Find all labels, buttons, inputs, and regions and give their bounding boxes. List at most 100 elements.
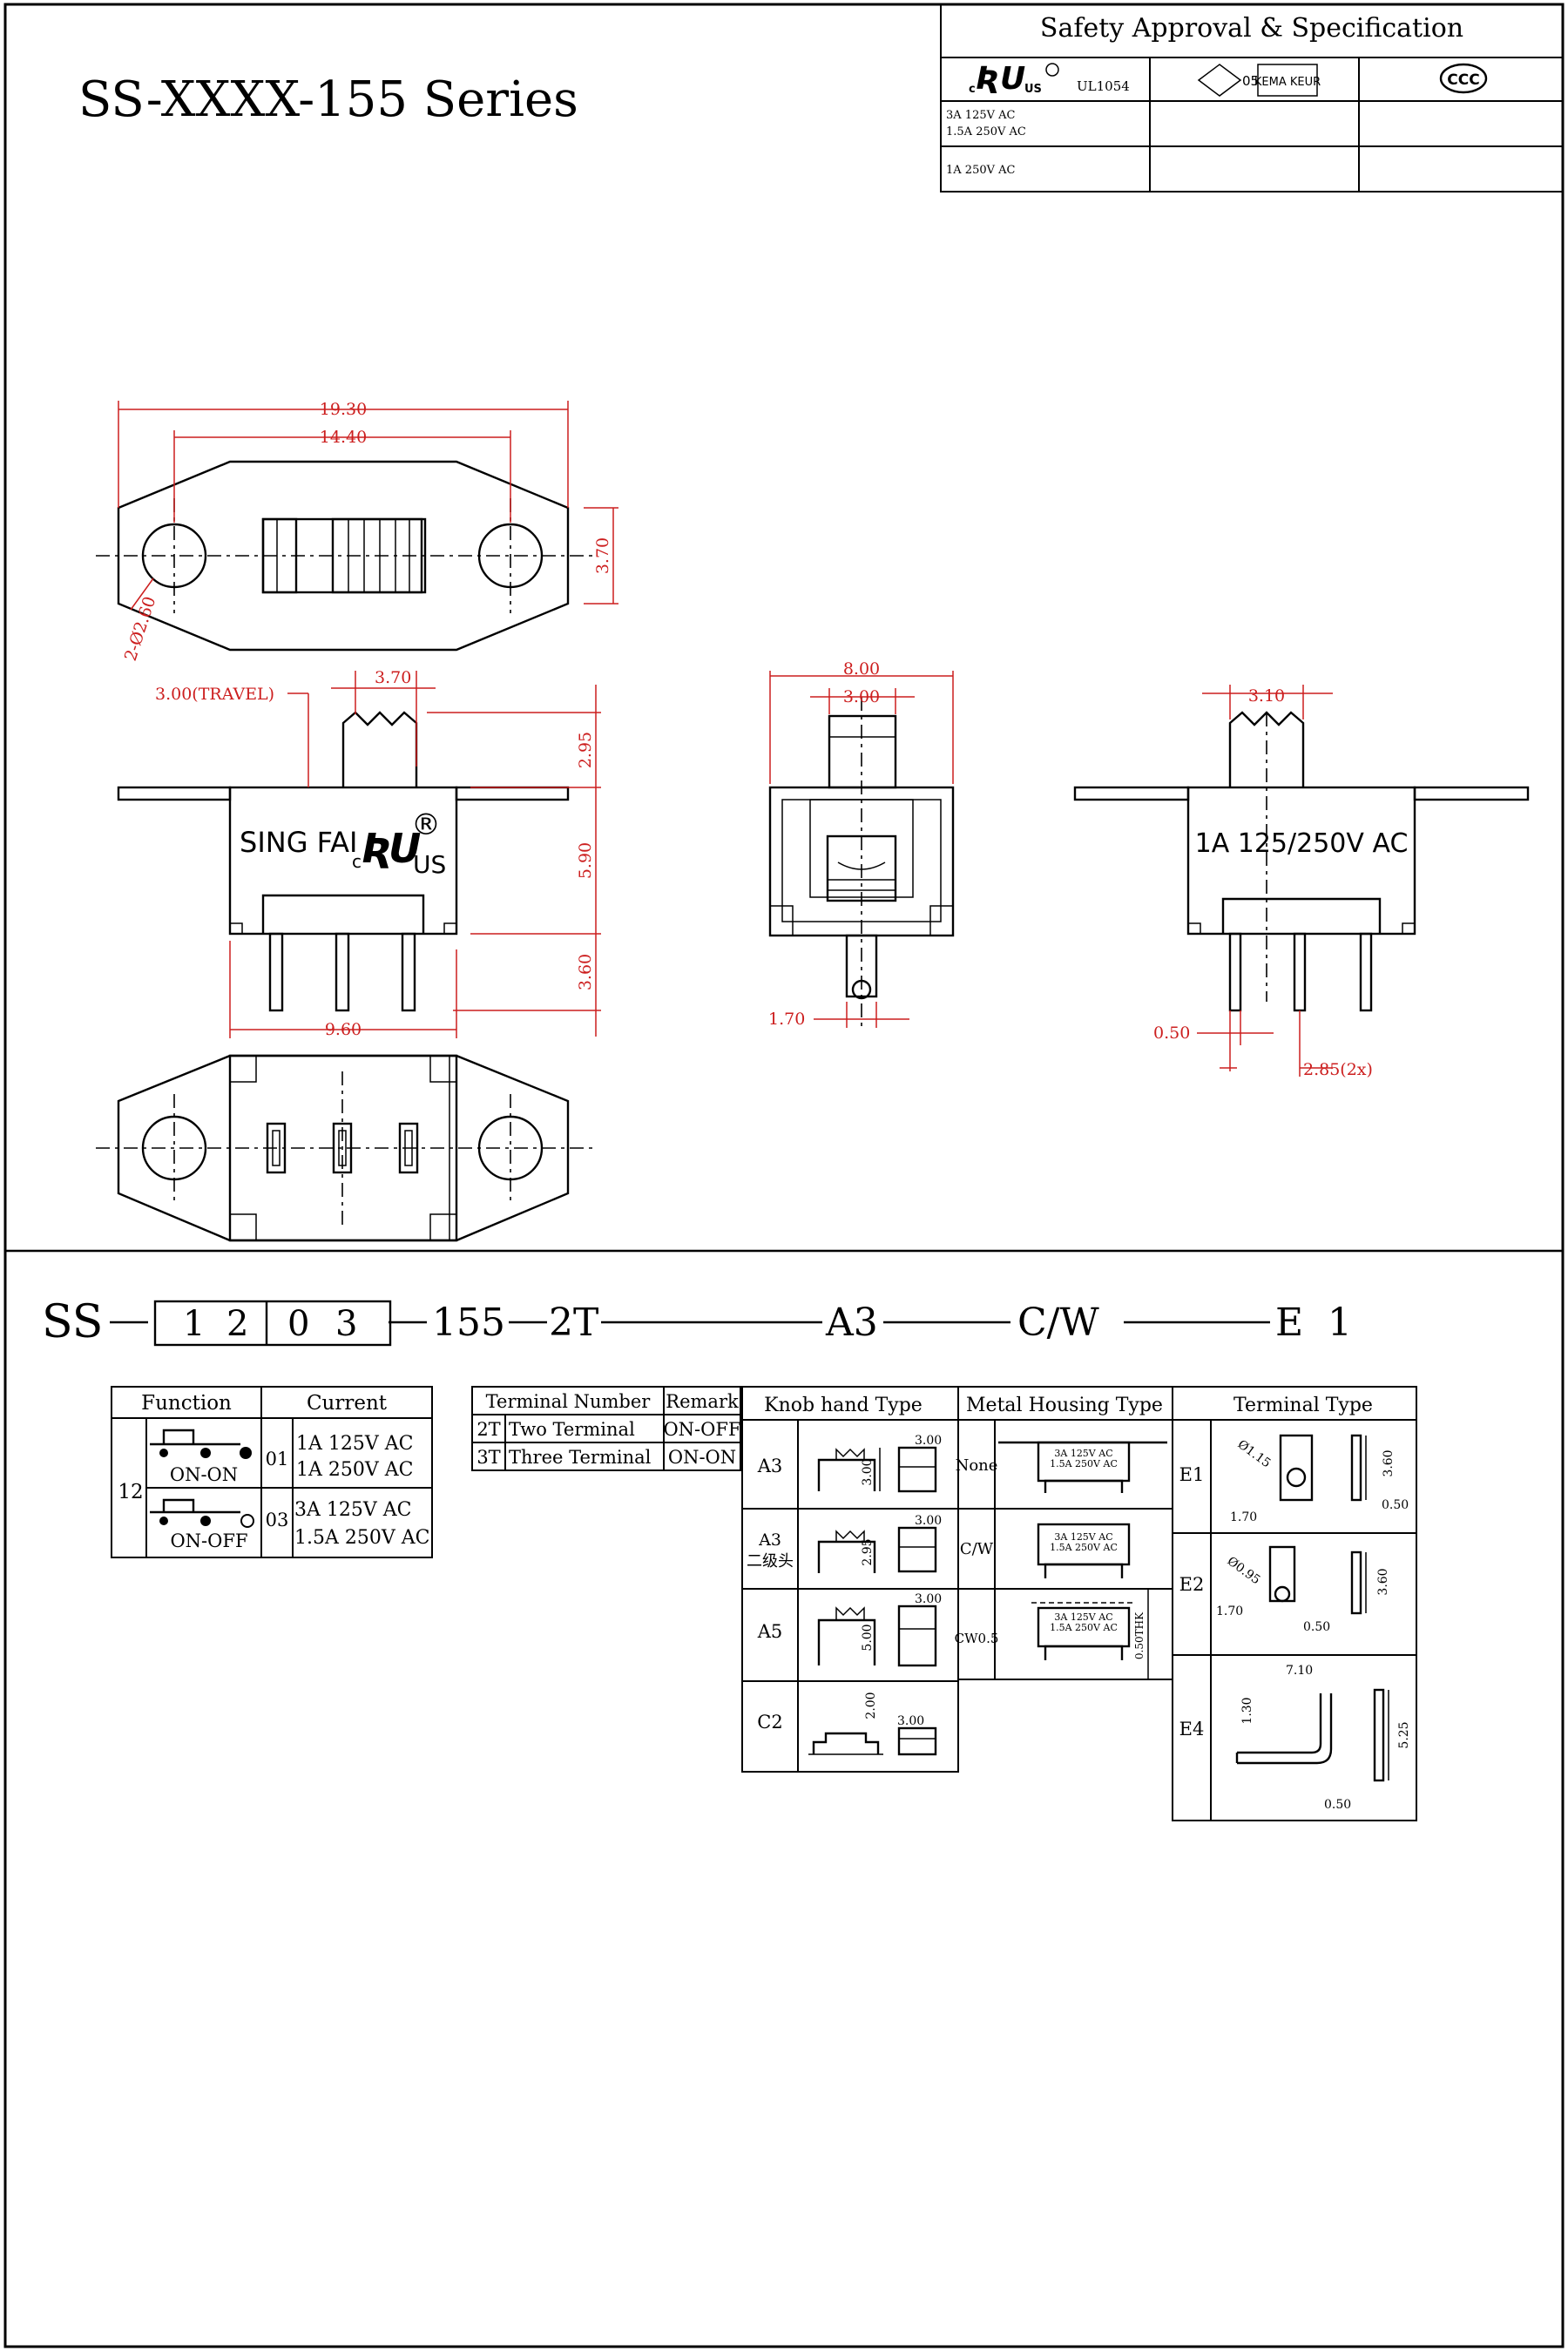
dim-hole-dia: 2-Ø2.60 bbox=[121, 594, 160, 663]
approval-table: Safety Approval & Specification Ʀ U c US… bbox=[940, 3, 1564, 193]
tt-row3-d3: 5.25 bbox=[1397, 1721, 1411, 1748]
body-ul-reg: ® bbox=[411, 807, 441, 842]
knob-row2-w: 3.00 bbox=[915, 1514, 942, 1528]
body-ul-mark-icon: Ʀ U c US ® bbox=[352, 807, 446, 879]
knob-row3-h: 5.00 bbox=[861, 1624, 875, 1651]
dim-pin-length: 3.60 bbox=[576, 954, 595, 990]
fn-row2-label: ON-OFF bbox=[170, 1530, 247, 1551]
top-view: 19.30 14.40 3.70 2-Ø2.60 bbox=[96, 400, 618, 664]
code-digit-3: 0 bbox=[287, 1304, 309, 1344]
knob-c2-sketch bbox=[808, 1726, 937, 1756]
dim-hole-pitch: 14.40 bbox=[320, 428, 367, 447]
tt-row3-code: E4 bbox=[1179, 1719, 1205, 1740]
terminal-number-table: Terminal Number Remark 2T Two Terminal O… bbox=[471, 1386, 741, 1471]
code-digit-2: 2 bbox=[226, 1304, 248, 1344]
housing-row2-code: C/W bbox=[960, 1540, 994, 1558]
code-digit-1: 1 bbox=[183, 1304, 205, 1344]
code-series: 155 bbox=[432, 1300, 505, 1345]
housing-cw-sketch bbox=[1037, 1523, 1131, 1578]
tt-row1-code: E1 bbox=[1179, 1464, 1205, 1485]
knob-row4-code: C2 bbox=[757, 1712, 782, 1733]
fn-row1-current2: 1A 250V AC bbox=[296, 1459, 413, 1481]
dim-overall-length: 19.30 bbox=[320, 400, 367, 419]
tn-row2-name: Three Terminal bbox=[509, 1447, 652, 1468]
fn-row2-current2: 1.5A 250V AC bbox=[294, 1527, 429, 1549]
kema-label: KEMA KEUR bbox=[1254, 76, 1321, 89]
tt-row2-d1: Ø0.95 bbox=[1225, 1554, 1263, 1587]
housing-row1-code: None bbox=[956, 1456, 998, 1475]
svg-text:Ʀ: Ʀ bbox=[976, 61, 1000, 97]
housing-type-table: Metal Housing Type None 3A 125V AC 1.5A … bbox=[955, 1386, 1173, 1680]
tn-header-remark: Remark bbox=[666, 1391, 739, 1412]
bottom-view bbox=[96, 1054, 592, 1242]
knob-row3-w: 3.00 bbox=[915, 1592, 942, 1606]
tt-row2-code: E2 bbox=[1179, 1574, 1205, 1595]
knob-type-table: Knob hand Type A3 3.00 3.00 A3 二级头 2.95 … bbox=[741, 1386, 959, 1773]
ul-code: UL1054 bbox=[1077, 78, 1130, 94]
tn-row1-remark: ON-OFF bbox=[663, 1419, 740, 1440]
tn-row1-code: 2T bbox=[476, 1419, 500, 1440]
knob-a3-sketch bbox=[817, 1446, 937, 1493]
housing-row3-note: 0.50THK bbox=[1133, 1611, 1146, 1659]
dim-body-length: 9.60 bbox=[325, 1020, 362, 1039]
fn-row2-current1: 3A 125V AC bbox=[294, 1499, 411, 1521]
on-off-symbol-icon bbox=[150, 1498, 254, 1528]
fn-row2-code: 03 bbox=[266, 1510, 289, 1530]
fn-row1-label: ON-ON bbox=[170, 1464, 238, 1485]
rating-row2-line1: 1A 250V AC bbox=[946, 164, 1016, 177]
ccc-label: CCC bbox=[1447, 71, 1479, 89]
kema-number: 05 bbox=[1242, 73, 1259, 89]
knob-row1-h: 3.00 bbox=[861, 1458, 875, 1485]
dim-knob-height: 2.95 bbox=[576, 732, 595, 768]
rating-marking: 1A 125/250V AC bbox=[1195, 828, 1409, 859]
tt-row1-d3: 1.70 bbox=[1230, 1510, 1257, 1524]
dim-knob-width: 3.70 bbox=[375, 668, 411, 687]
rating-row1-line2: 1.5A 250V AC bbox=[946, 125, 1026, 138]
housing-row3-code: CW0.5 bbox=[955, 1631, 999, 1646]
knob-row1-code: A3 bbox=[757, 1456, 783, 1476]
dim-pin-thick: 0.50 bbox=[1153, 1023, 1190, 1043]
ul-mark-icon: Ʀ U c US bbox=[969, 61, 1059, 97]
housing-row2-rating2: 1.5A 250V AC bbox=[1050, 1542, 1118, 1553]
knob-row3-code: A5 bbox=[757, 1621, 783, 1642]
housing-row1-rating1: 3A 125V AC bbox=[1054, 1448, 1112, 1459]
tt-row2-d4: 0.50 bbox=[1303, 1620, 1330, 1634]
terminal-type-table: Terminal Type E1 Ø1.15 3.60 1.70 0.50 E2… bbox=[1172, 1386, 1417, 1821]
dim-side-width: 8.00 bbox=[843, 659, 880, 679]
tt-row2-d3: 1.70 bbox=[1216, 1604, 1243, 1618]
housing-row2-rating1: 3A 125V AC bbox=[1054, 1531, 1112, 1543]
front-view: SING FAI Ʀ U c US ® 3.00(TRAVEL) 3.70 2.… bbox=[117, 668, 601, 1039]
knob-a5-sketch bbox=[817, 1604, 937, 1667]
ccc-mark-icon: CCC bbox=[1439, 63, 1488, 94]
fn-header-function: Function bbox=[141, 1392, 232, 1415]
knob-row2-code: A3 bbox=[758, 1530, 781, 1550]
svg-text:U: U bbox=[1000, 61, 1025, 97]
sheet-border bbox=[3, 3, 1565, 2348]
knob-row2-sub: 二级头 bbox=[747, 1552, 794, 1571]
rating-row1-line1: 3A 125V AC bbox=[946, 109, 1016, 122]
code-terminal: 2T bbox=[549, 1300, 598, 1345]
fn-code: 12 bbox=[118, 1481, 143, 1503]
code-prefix: SS bbox=[42, 1296, 103, 1348]
housing-header: Metal Housing Type bbox=[966, 1395, 1163, 1416]
housing-cw05-sketch bbox=[1031, 1589, 1149, 1679]
tn-row2-remark: ON-ON bbox=[668, 1447, 736, 1468]
tn-row2-code: 3T bbox=[476, 1447, 500, 1468]
page-title: SS-XXXX-155 Series bbox=[78, 71, 578, 128]
knob-row4-h: 2.00 bbox=[864, 1692, 878, 1719]
terminal-e4-sketch bbox=[1235, 1688, 1389, 1782]
code-housing: C/W bbox=[1017, 1300, 1099, 1345]
knob-a3-2-sketch bbox=[817, 1526, 937, 1573]
on-on-symbol-icon bbox=[150, 1429, 252, 1459]
dim-body-height: 5.90 bbox=[576, 842, 595, 879]
dim-pin-pitch: 2.85(2x) bbox=[1303, 1060, 1373, 1079]
housing-none-sketch bbox=[998, 1441, 1167, 1493]
approval-header: Safety Approval & Specification bbox=[1040, 13, 1463, 44]
tt-row1-d1: Ø1.15 bbox=[1235, 1437, 1274, 1470]
code-term-num: 1 bbox=[1328, 1300, 1352, 1345]
side-view: 8.00 3.00 1.70 bbox=[768, 659, 955, 1029]
fn-row1-code: 01 bbox=[266, 1449, 289, 1469]
tt-row3-d1: 7.10 bbox=[1286, 1664, 1313, 1678]
knob-row4-w: 3.00 bbox=[897, 1714, 924, 1728]
